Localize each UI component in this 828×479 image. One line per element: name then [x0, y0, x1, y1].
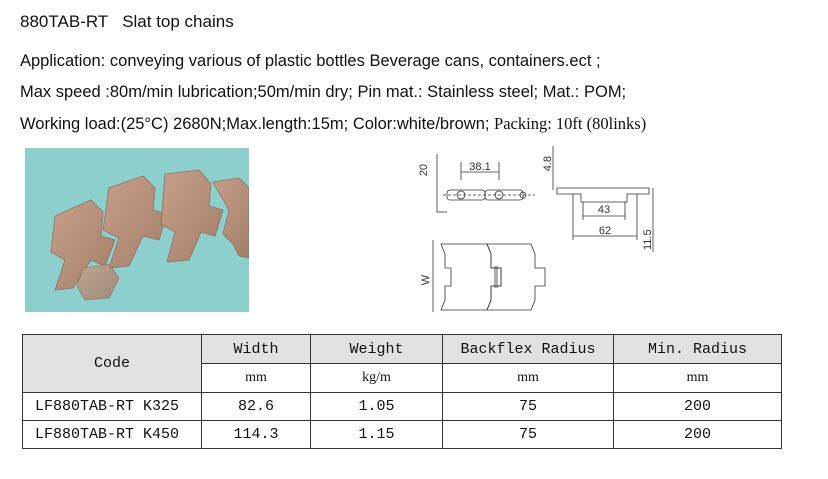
spec-table: Code Width Weight Backflex Radius Min. R… — [22, 334, 782, 449]
row-code: LF880TAB-RT K450 — [22, 420, 202, 449]
cross-section — [556, 187, 650, 203]
chain-illustration — [50, 169, 249, 301]
color-spec: Color:white/brown; — [352, 115, 490, 133]
header-backflex: Backflex Radius — [442, 334, 614, 364]
dim-thickness-label: 4.8 — [542, 156, 554, 171]
table-row: LF880TAB-RT K325 82.6 1.05 75 200 — [22, 392, 782, 421]
unit-width: mm — [201, 363, 311, 393]
dim-width-label: W — [420, 274, 432, 285]
load-color-packing-line: Working load:(25°C) 2680N;Max.length:15m… — [20, 114, 646, 134]
row-min-radius: 200 — [613, 420, 782, 449]
row-code: LF880TAB-RT K325 — [22, 392, 202, 421]
working-load: Working load:(25°C) 2680N;Max.length:15m… — [20, 115, 349, 133]
row-width: 114.3 — [201, 420, 311, 449]
dim-total-label: 11.5 — [642, 229, 654, 250]
row-width: 82.6 — [201, 392, 311, 421]
row-backflex: 75 — [442, 392, 614, 421]
product-title: 880TAB-RT Slat top chains — [20, 12, 234, 32]
row-weight: 1.05 — [310, 392, 443, 421]
unit-weight: kg/m — [310, 363, 443, 393]
chain-technical-drawing: 20 38.1 4.8 43 62 11.5 W — [405, 140, 675, 320]
plan-link-2 — [486, 243, 546, 311]
row-backflex: 75 — [442, 420, 614, 449]
model-code: 880TAB-RT — [20, 12, 109, 31]
header-width: Width — [201, 334, 311, 364]
unit-min-radius: mm — [613, 363, 782, 393]
product-name: Slat top chains — [122, 12, 234, 31]
application-line: Application: conveying various of plasti… — [20, 52, 601, 70]
speed-material-line: Max speed :80m/min lubrication;50m/min d… — [20, 83, 627, 101]
dim-inner-label: 43 — [598, 204, 610, 216]
table-row: LF880TAB-RT K450 114.3 1.15 75 200 — [22, 420, 782, 449]
chain-photo — [25, 148, 249, 312]
dim-height-label: 20 — [418, 164, 430, 176]
header-weight: Weight — [310, 334, 443, 364]
dim-outer-label: 62 — [599, 225, 611, 237]
row-weight: 1.15 — [310, 420, 443, 449]
unit-backflex: mm — [442, 363, 614, 393]
row-min-radius: 200 — [613, 392, 782, 421]
header-min-radius: Min. Radius — [613, 334, 782, 364]
packing-spec: Packing: 10ft (80links) — [494, 114, 647, 133]
dim-pitch-label: 38.1 — [469, 161, 490, 173]
plan-link-1 — [440, 243, 502, 311]
header-code: Code — [22, 334, 202, 393]
